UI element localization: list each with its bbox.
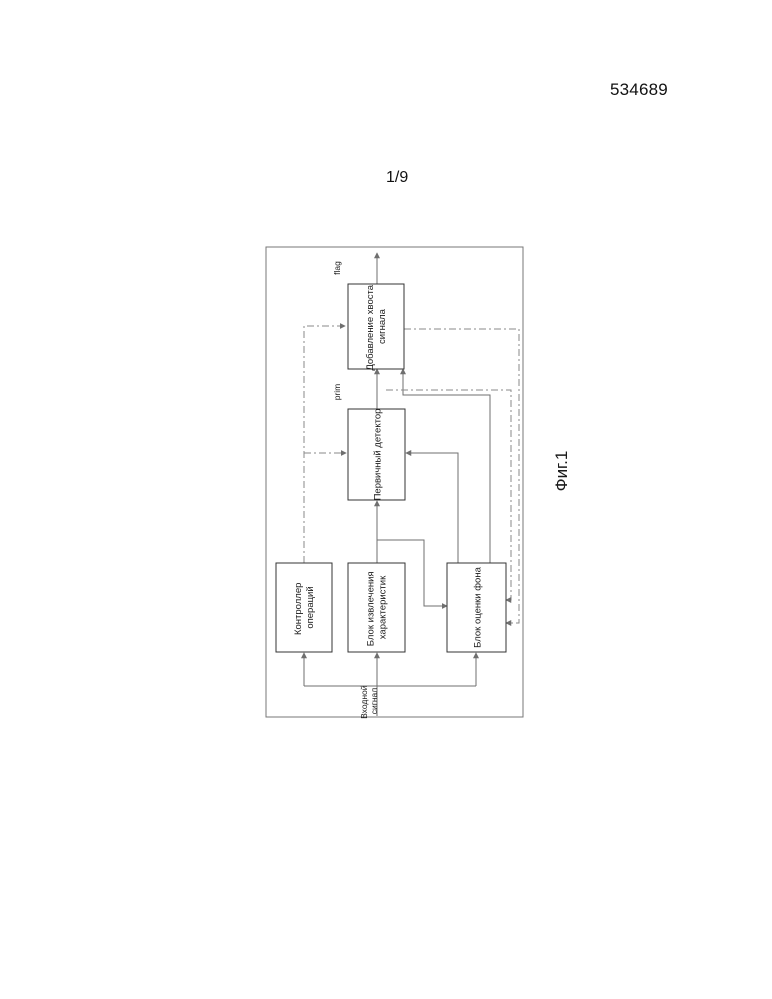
extractor-label-2: характеристик [378, 575, 389, 639]
controller-block: Контроллер операций [276, 563, 332, 652]
extractor-label-1: Блок извлечения [366, 571, 377, 646]
primary-detector-block: Первичный детектор [348, 409, 405, 501]
background-label: Блок оценки фона [473, 566, 484, 647]
signal-tail-block: Добавление хвоста сигнала [348, 282, 404, 370]
svg-text:Блок извлечения характер: Блок извлечения характеристик [366, 569, 389, 646]
flag-signal-label: flag [332, 261, 342, 275]
svg-text:Блок оценки фона: Блок оценки фона [473, 566, 484, 647]
svg-text:Контроллер операций: Контроллер операций [293, 580, 316, 635]
svg-text:Первичный детектор: Первичный детектор [373, 409, 384, 501]
controller-label-2: операций [305, 586, 316, 628]
primary-detector-label: Первичный детектор [373, 409, 384, 501]
tail-label-1: Добавление хвоста [365, 284, 376, 370]
prim-signal-label: prim [332, 384, 342, 401]
tail-label-2: сигнала [377, 308, 388, 344]
figure-caption: Фиг.1 [552, 451, 571, 492]
controller-label-1: Контроллер [293, 583, 304, 635]
input-signal-label: Входной сигнал [359, 683, 379, 719]
feature-extractor-block: Блок извлечения характеристик [348, 563, 405, 652]
background-estimator-block: Блок оценки фона [447, 563, 506, 652]
